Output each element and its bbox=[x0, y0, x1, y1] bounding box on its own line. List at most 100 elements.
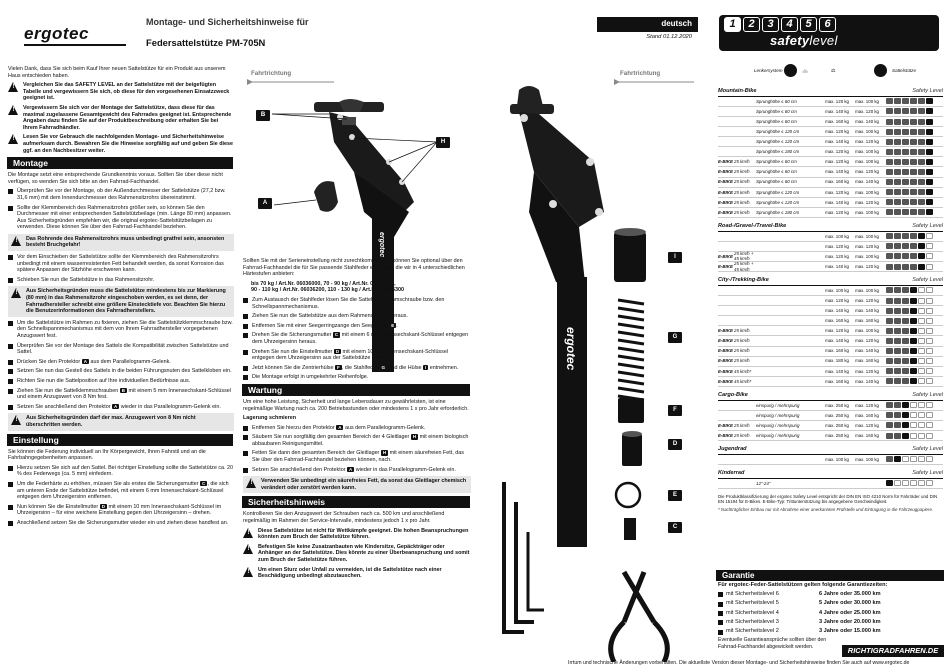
rating-cell bbox=[902, 422, 909, 429]
warning-icon bbox=[246, 478, 257, 489]
rating-cell bbox=[894, 148, 901, 155]
bullet-square bbox=[8, 481, 13, 487]
brand-logo: ergotec bbox=[24, 24, 89, 43]
warning-icon bbox=[11, 415, 22, 426]
rating-cell bbox=[894, 128, 901, 135]
rating-cell bbox=[918, 317, 925, 324]
rating-cell bbox=[902, 199, 909, 206]
bullet-text: Entfernen Sie hierzu den Protektor A aus… bbox=[252, 424, 426, 431]
rating-cell bbox=[926, 422, 933, 429]
rating-cell bbox=[894, 243, 901, 250]
bullet-square bbox=[8, 205, 13, 211]
allen-key bbox=[502, 482, 524, 634]
warning-item: Vergleichen Sie das SAFETY LEVEL an der … bbox=[8, 82, 234, 102]
rating-cell bbox=[910, 98, 917, 105]
rating-cell bbox=[886, 138, 893, 145]
rating-cell bbox=[902, 297, 909, 304]
rating-cell bbox=[926, 243, 933, 250]
rating-cell bbox=[886, 233, 893, 240]
safety-rating bbox=[886, 432, 933, 439]
bullet-item: Überprüfen Sie vor der Montage des Satte… bbox=[8, 343, 234, 356]
safety-rating bbox=[886, 179, 933, 186]
warning-box: Aus Sicherheitsgründen muss die Sattelst… bbox=[8, 286, 234, 317]
part-label: H bbox=[380, 450, 389, 456]
rating-cell bbox=[894, 378, 901, 385]
safety-rating bbox=[886, 480, 933, 487]
rating-cell bbox=[902, 412, 909, 419]
bullet-square bbox=[243, 451, 248, 457]
rating-cell bbox=[918, 307, 925, 314]
seatpost-exploded-diagram: ergotec ergotec bbox=[247, 79, 694, 662]
rating-cell bbox=[902, 98, 909, 105]
bullet-square bbox=[243, 435, 248, 441]
rating-cell bbox=[918, 432, 925, 439]
protector-part bbox=[314, 181, 338, 212]
rating-cell bbox=[910, 297, 917, 304]
warning-text: Um einen Sturz oder Unfall zu vermeiden,… bbox=[258, 566, 442, 580]
bullet-square bbox=[243, 375, 248, 381]
rating-cell bbox=[918, 118, 925, 125]
rating-cell bbox=[918, 422, 925, 429]
bullet-text: Sollte der Klemmbereich des Rahmensitzro… bbox=[17, 204, 232, 231]
part-label: D bbox=[99, 503, 107, 510]
rating-cell bbox=[926, 378, 933, 385]
rating-cell bbox=[902, 348, 909, 355]
bullet-square bbox=[8, 369, 13, 375]
rating-cell bbox=[902, 327, 909, 334]
adjust-nut-part bbox=[622, 434, 642, 466]
rating-cell bbox=[902, 358, 909, 365]
rating-cell bbox=[910, 348, 917, 355]
rating-cell bbox=[886, 422, 893, 429]
part-label: H bbox=[410, 434, 419, 440]
bullet-text: Säubern Sie nun sorgfältig den gesamten … bbox=[252, 434, 469, 447]
bullet-square bbox=[718, 601, 723, 607]
rating-cell bbox=[918, 378, 925, 385]
bullet-item: Setzen Sie nun das Gestell des Sattels i… bbox=[8, 368, 234, 375]
bullet-text: Zum Austausch der Stahlfeder lösen Sie d… bbox=[252, 296, 445, 310]
bullet-square bbox=[8, 255, 13, 261]
rating-cell bbox=[910, 233, 917, 240]
bullet-item: Jetzt können Sie die Zentrierhülse F, di… bbox=[243, 364, 471, 372]
section-montage: Montage bbox=[7, 157, 233, 170]
safety-rating bbox=[886, 287, 933, 294]
rating-cell bbox=[902, 337, 909, 344]
rating-cell bbox=[886, 327, 893, 334]
safety-level-number: 5 bbox=[800, 17, 817, 32]
bullet-square bbox=[8, 520, 13, 526]
circlip-pliers bbox=[608, 570, 670, 662]
rating-cell bbox=[926, 287, 933, 294]
safety-rating bbox=[886, 233, 933, 240]
rating-cell bbox=[910, 317, 917, 324]
spring-part-numbers: bis 70 kg / Art.Nr. 06036000, 70 - 90 kg… bbox=[251, 280, 405, 294]
rating-cell bbox=[894, 432, 901, 439]
bullet-square bbox=[718, 620, 723, 626]
bullet-text: Nun können Sie die Einstellmutter D mit … bbox=[17, 503, 222, 517]
rating-cell bbox=[910, 327, 917, 334]
bullet-text: Jetzt können Sie die Zentrierhülse F, di… bbox=[252, 364, 459, 371]
part-label: A bbox=[347, 466, 355, 473]
rating-cell bbox=[886, 98, 893, 105]
bullet-text: Drehen Sie nun die Einstellmutter D mit … bbox=[252, 348, 449, 362]
rating-cell bbox=[894, 179, 901, 186]
bullet-item: Schieben Sie nun die Sattelstütze in das… bbox=[8, 277, 234, 284]
rating-cell bbox=[902, 480, 909, 487]
rating-cell bbox=[926, 263, 933, 270]
bullet-text: Vor dem Einschieben der Sattelstütze sol… bbox=[17, 254, 224, 274]
bullet-item: Fetten Sie dann den gesamten Bereich der… bbox=[243, 450, 471, 463]
rating-cell bbox=[894, 456, 901, 463]
einstellung-bullets: Hierzu setzen Sie sich auf den Sattel. B… bbox=[8, 465, 234, 527]
bullet-item: Nun können Sie die Einstellmutter D mit … bbox=[8, 503, 234, 517]
rating-cell bbox=[910, 209, 917, 216]
safety-rating bbox=[886, 138, 933, 145]
